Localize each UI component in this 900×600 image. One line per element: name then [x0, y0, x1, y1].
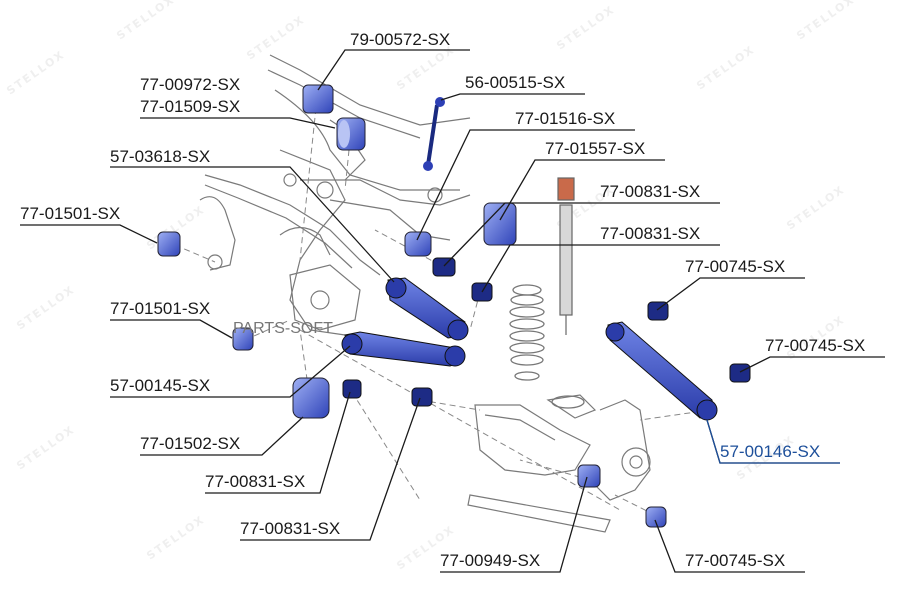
label-77-01502: 77-01502-SX: [140, 434, 240, 453]
leader-line-highlight: [706, 419, 840, 464]
knuckle-sketch: [467, 394, 651, 533]
label-56-00515: 56-00515-SX: [465, 73, 565, 92]
label-77-01557: 77-01557-SX: [545, 139, 645, 158]
label-77-00745-c: 77-00745-SX: [685, 551, 785, 570]
label-77-00745-a: 77-00745-SX: [685, 257, 785, 276]
label-77-01516: 77-01516-SX: [515, 109, 615, 128]
svg-text:STELLOX: STELLOX: [144, 513, 207, 563]
bushing-77-00745-lower: [645, 506, 667, 528]
label-77-00949: 77-00949-SX: [440, 551, 540, 570]
label-57-00145: 57-00145-SX: [110, 376, 210, 395]
center-watermark: PARTS-SOFT: [233, 320, 333, 337]
stabilizer-link: [423, 97, 445, 171]
bushing-77-00831-lower-a: [342, 379, 362, 399]
control-arm-57-03618: [385, 277, 469, 341]
bushing-77-01557: [483, 202, 517, 246]
watermark-pattern: STELLOX STELLOX STELLOX STELLOX STELLOX …: [4, 0, 857, 572]
label-77-00972: 77-00972-SX: [140, 75, 240, 94]
bushing-77-00745-right: [729, 363, 751, 383]
svg-text:STELLOX: STELLOX: [784, 183, 847, 233]
label-77-00831-d: 77-00831-SX: [240, 519, 340, 538]
bushing-77-01501-upper: [157, 231, 181, 257]
svg-text:STELLOX: STELLOX: [14, 283, 77, 333]
label-77-01501-b: 77-01501-SX: [110, 299, 210, 318]
bushing-77-01516: [404, 231, 432, 257]
svg-text:STELLOX: STELLOX: [4, 48, 67, 98]
coil-spring: [509, 284, 585, 409]
label-77-00831-b: 77-00831-SX: [600, 224, 700, 243]
stabilizer-bar-bushing: [302, 84, 334, 114]
label-57-03618: 57-03618-SX: [110, 147, 210, 166]
label-77-00831-a: 77-00831-SX: [600, 182, 700, 201]
bushing-77-00745-upper: [647, 301, 669, 321]
bushing-77-00831-lower-b: [411, 387, 433, 407]
shock-absorber: [557, 177, 575, 335]
label-79-00572: 79-00572-SX: [350, 30, 450, 49]
control-arm-57-00146: [605, 321, 718, 421]
label-77-00831-c: 77-00831-SX: [205, 472, 305, 491]
leader-lines: [20, 49, 885, 573]
label-77-01501-a: 77-01501-SX: [20, 204, 120, 223]
svg-text:STELLOX: STELLOX: [14, 423, 77, 473]
svg-text:STELLOX: STELLOX: [554, 3, 617, 53]
label-77-00745-b: 77-00745-SX: [765, 336, 865, 355]
label-77-01509: 77-01509-SX: [140, 97, 240, 116]
svg-text:STELLOX: STELLOX: [244, 13, 307, 63]
bushing-77-00831-upper-a: [432, 257, 456, 277]
svg-text:STELLOX: STELLOX: [794, 0, 857, 42]
bushing-77-00949: [577, 464, 601, 488]
subframe-sketch: [199, 54, 471, 336]
bushing-77-00972: [336, 117, 366, 151]
svg-text:STELLOX: STELLOX: [114, 0, 177, 42]
assembly-dashes: [174, 97, 711, 516]
bushing-77-01501-lower: [232, 327, 254, 351]
svg-text:STELLOX: STELLOX: [694, 43, 757, 93]
label-57-00146: 57-00146-SX: [720, 442, 820, 461]
bushing-77-01502: [292, 377, 330, 419]
